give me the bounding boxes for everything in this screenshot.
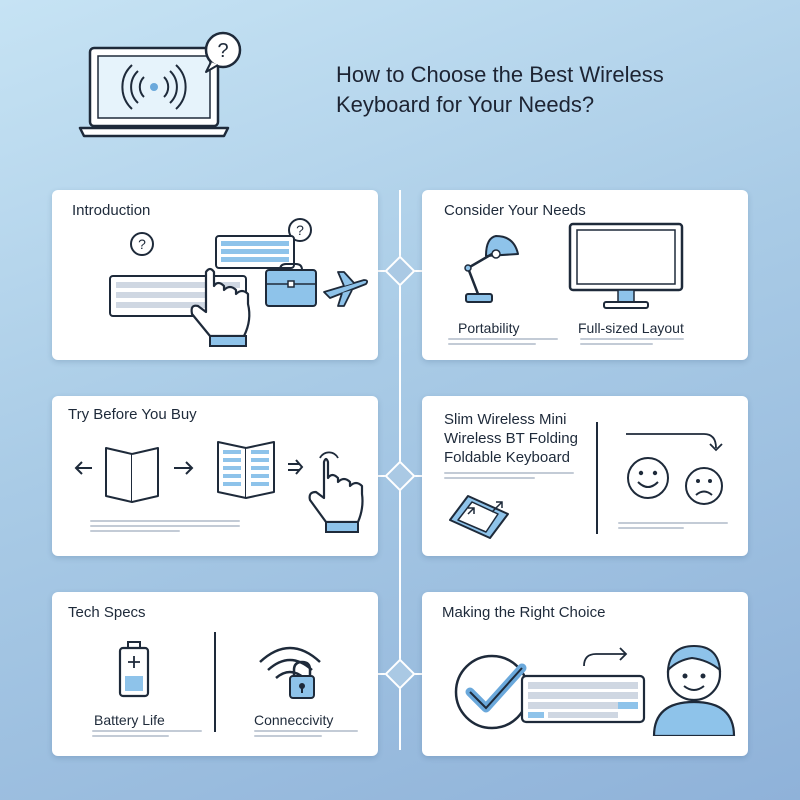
- svg-text:?: ?: [296, 222, 304, 238]
- open-book-icon: [74, 441, 364, 533]
- card-consider-needs: Consider Your Needs Portability Full-siz…: [422, 190, 748, 360]
- briefcase-icon: [265, 263, 369, 307]
- card-title-line: Wireless BT Folding: [444, 430, 578, 447]
- fine-print: [92, 730, 202, 744]
- wifi-lock-icon: [259, 646, 321, 699]
- arrow-right-icon: [174, 461, 194, 475]
- page-title: How to Choose the Best Wireless Keyboard…: [336, 62, 664, 117]
- card-title: Slim Wireless Mini Wireless BT Folding F…: [444, 410, 578, 467]
- keyboard-icon: [520, 647, 646, 724]
- tapping-hand-icon: [308, 451, 364, 533]
- arrow-left-icon: [74, 461, 92, 475]
- label-full-sized: Full-sized Layout: [578, 320, 684, 336]
- svg-text:?: ?: [217, 40, 228, 62]
- pointing-hand-icon: [190, 267, 251, 347]
- user-avatar-icon: [652, 644, 736, 736]
- card-tech-specs: Tech Specs Battery Life Conneccivity: [52, 592, 378, 756]
- card-slim-wireless: Slim Wireless Mini Wireless BT Folding F…: [422, 396, 748, 556]
- sad-face-icon: [685, 467, 723, 505]
- laptop-wireless-icon: ?: [78, 31, 242, 138]
- card-title-line: Foldable Keyboard: [444, 449, 570, 466]
- timeline-node: [384, 658, 416, 690]
- card-title: Making the Right Choice: [442, 604, 606, 621]
- card-title: Try Before You Buy: [68, 406, 197, 423]
- folding-keyboard-icon: [217, 441, 275, 499]
- fine-print: [618, 522, 728, 536]
- card-try-before: Try Before You Buy: [52, 396, 378, 556]
- label-connectivity: Conneccivity: [254, 712, 334, 728]
- divider: [214, 632, 216, 732]
- fine-print: [90, 520, 240, 534]
- fine-print: [444, 472, 574, 486]
- divider: [596, 422, 598, 534]
- timeline-node: [384, 460, 416, 492]
- keyboard-icon: ? ?: [109, 218, 312, 347]
- fine-print: [580, 338, 684, 352]
- label-portability: Portability: [458, 320, 520, 336]
- card-title-line: Slim Wireless Mini: [444, 411, 567, 428]
- battery-icon: [118, 641, 150, 698]
- card-right-choice: Making the Right Choice: [422, 592, 748, 756]
- happy-face-icon: [626, 433, 723, 505]
- label-battery-life: Battery Life: [94, 712, 165, 728]
- svg-text:?: ?: [138, 236, 146, 252]
- question-bubble-icon: ?: [204, 31, 242, 73]
- airplane-icon: [323, 271, 369, 307]
- monitor-icon: [568, 222, 684, 309]
- card-title: Consider Your Needs: [444, 202, 586, 219]
- card-title: Tech Specs: [68, 604, 146, 621]
- card-title: Introduction: [72, 202, 151, 219]
- timeline-node: [384, 255, 416, 287]
- desk-lamp-icon: [464, 235, 519, 303]
- card-introduction: Introduction ? ?: [52, 190, 378, 360]
- foldable-tablet-icon: [449, 495, 509, 539]
- fine-print: [448, 338, 558, 352]
- fine-print: [254, 730, 358, 744]
